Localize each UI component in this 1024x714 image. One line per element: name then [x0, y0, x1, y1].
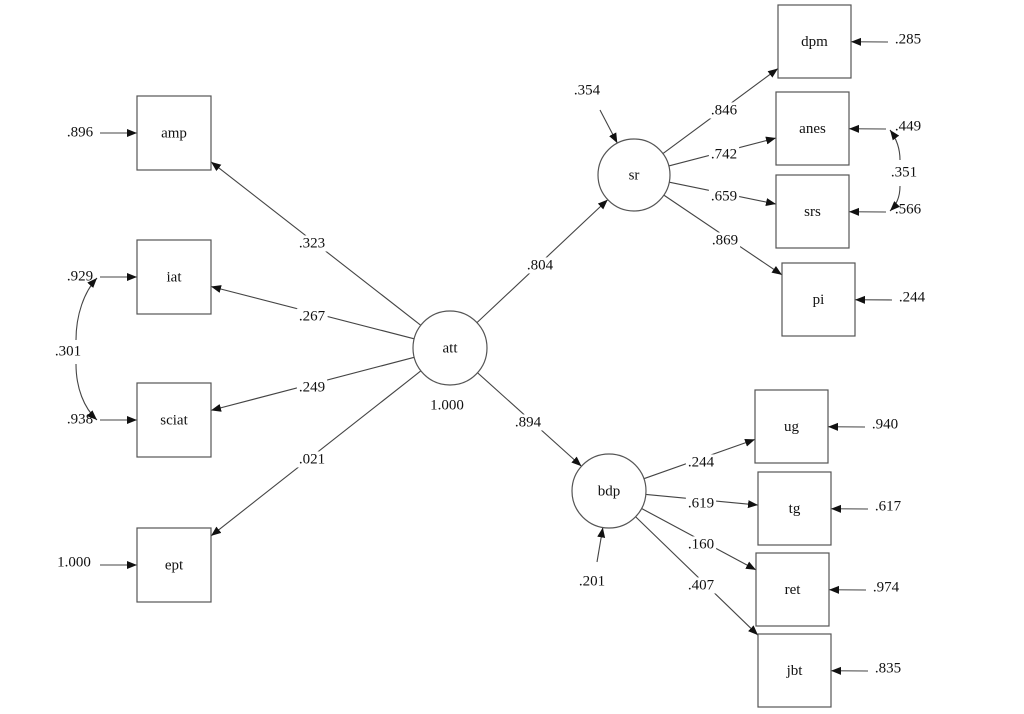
covariance-arrow-sciat — [75, 363, 98, 421]
observed-node-pi — [781, 262, 856, 337]
error-label-ug: .940 — [872, 416, 898, 432]
node-label-ret: ret — [785, 582, 802, 598]
error-label-amp: .896 — [67, 124, 94, 140]
node-label-att: att — [443, 340, 459, 356]
observed-node-amp — [136, 95, 212, 171]
coef-label-bdp-jbt: .407 — [688, 577, 715, 593]
coef-label-bdp-tg: .619 — [688, 495, 714, 511]
error-label-tg: .617 — [875, 498, 902, 514]
coef-label-bdp-tg-bg — [685, 495, 717, 512]
node-label-pi: pi — [813, 292, 825, 308]
residual-arrow-sr — [599, 109, 618, 144]
observed-node-iat — [136, 239, 212, 315]
node-label-srs: srs — [804, 204, 821, 220]
node-label-ept: ept — [165, 557, 184, 573]
coef-label-bdp-jbt-bg — [685, 577, 717, 594]
coef-label-att-iat-bg — [296, 308, 328, 325]
error-label-anes: .449 — [895, 118, 921, 134]
residual-label-bdp: .201 — [579, 573, 605, 589]
coef-label-sr-srs-bg — [708, 188, 740, 205]
node-label-ug: ug — [784, 419, 800, 435]
covariance-arrow-srs — [889, 185, 901, 212]
node-label-amp: amp — [161, 125, 187, 141]
error-label-srs: .566 — [895, 201, 922, 217]
latent-node-att — [412, 310, 488, 386]
error-label-pi: .244 — [899, 289, 926, 305]
node-label-sr: sr — [629, 167, 640, 183]
observed-node-dpm — [777, 4, 852, 79]
coef-label-sr-dpm: .846 — [711, 102, 738, 118]
covariance-arrow-anes — [889, 129, 901, 161]
node-label-anes: anes — [799, 121, 826, 137]
coef-label-bdp-ret-bg — [685, 536, 717, 553]
coef-label-att-sr-bg — [524, 257, 556, 274]
error-label-ept: 1.000 — [57, 554, 91, 570]
coef-label-sr-pi-bg — [709, 232, 741, 249]
coef-label-sr-anes-bg — [708, 146, 740, 163]
labels-layer: .323 .267 .249 .021 .804 .894 .846 .742 .659 .869… — [55, 31, 926, 676]
observed-node-anes — [775, 91, 850, 166]
observed-node-ug — [754, 389, 829, 464]
observed-node-ept — [136, 527, 212, 603]
error-label-jbt: .835 — [875, 660, 901, 676]
coef-label-sr-dpm-bg — [708, 102, 740, 119]
observed-node-tg — [757, 471, 832, 546]
coef-label-sr-anes: .742 — [711, 146, 737, 162]
latent-node-bdp — [571, 453, 647, 529]
observed-node-jbt — [757, 633, 832, 708]
node-label-sciat: sciat — [160, 412, 188, 428]
covariance-arrow-iat — [75, 277, 98, 341]
coef-label-bdp-ug-bg — [685, 454, 717, 471]
error-label-ret: .974 — [873, 579, 900, 595]
path-bdp-jbt — [635, 516, 759, 636]
coef-label-sr-srs: .659 — [711, 188, 737, 204]
nodes-layer: amp iat sciat ept att sr bdp dpm anes srs pi ug tg re… — [136, 4, 856, 708]
node-label-jbt: jbt — [786, 663, 804, 679]
node-label-iat: iat — [167, 269, 183, 285]
coef-label-att-amp: .323 — [299, 235, 325, 251]
latent-node-sr — [597, 138, 671, 212]
covariance-label-anes-srs: .351 — [891, 164, 917, 180]
observed-node-sciat — [136, 382, 212, 458]
covariance-label-iat-sciat: .301 — [55, 343, 81, 359]
coef-label-bdp-ret: .160 — [688, 536, 714, 552]
coef-label-att-ept: .021 — [299, 451, 325, 467]
coef-label-att-sciat: .249 — [299, 379, 325, 395]
coef-label-att-amp-bg — [296, 235, 328, 252]
residual-label-sr: .354 — [574, 82, 601, 98]
error-label-sciat: .938 — [67, 411, 93, 427]
coef-label-bdp-ug: .244 — [688, 454, 715, 470]
error-label-dpm: .285 — [895, 31, 921, 47]
observed-node-ret — [755, 552, 830, 627]
error-label-iat: .929 — [67, 268, 93, 284]
node-label-bdp: bdp — [598, 483, 621, 499]
coef-label-att-bdp-bg — [512, 414, 544, 431]
coef-label-sr-pi: .869 — [712, 232, 738, 248]
coef-label-att-sciat-bg — [296, 379, 328, 396]
node-label-tg: tg — [789, 501, 801, 517]
node-label-dpm: dpm — [801, 34, 828, 50]
coef-label-att-sr: .804 — [527, 257, 554, 273]
residual-arrow-bdp — [596, 527, 606, 563]
variance-label-att: 1.000 — [430, 397, 464, 413]
coef-label-att-ept-bg — [296, 451, 328, 468]
observed-node-srs — [775, 174, 850, 249]
coef-label-att-bdp: .894 — [515, 414, 542, 430]
coef-label-att-iat: .267 — [299, 308, 326, 324]
